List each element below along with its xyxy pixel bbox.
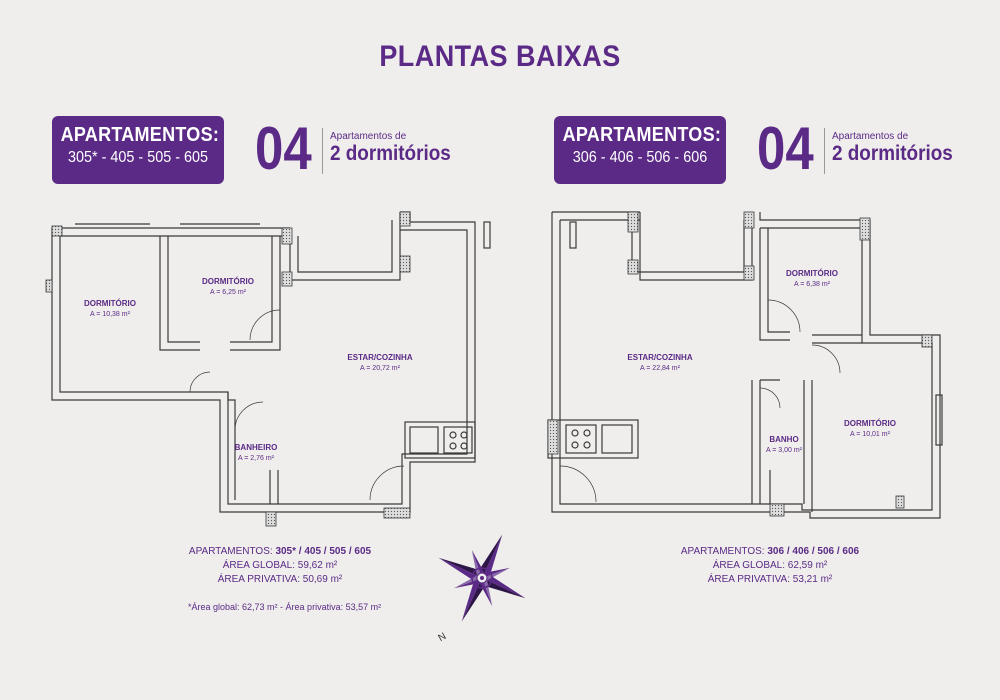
room-name: ESTAR/COZINHA: [347, 353, 412, 362]
room-area: A = 22,84 m²: [640, 365, 681, 372]
area-global: ÁREA GLOBAL: 59,62 m²: [222, 560, 338, 571]
room-name: DORMITÓRIO: [84, 299, 136, 308]
room-name: DORMITÓRIO: [786, 269, 838, 278]
room-name: ESTAR/COZINHA: [627, 353, 692, 362]
info-units: 305* / 405 / 505 / 605: [275, 546, 372, 557]
room-name: DORMITÓRIO: [844, 419, 896, 428]
room-name: BANHEIRO: [235, 443, 278, 452]
info-units: 306 / 406 / 506 / 606: [767, 546, 860, 557]
right-plan-walls: [547, 211, 943, 519]
room-area: A = 6,25 m²: [210, 289, 247, 296]
room-name: BANHO: [769, 435, 798, 444]
compass-rose-icon: [438, 534, 526, 622]
room-area: A = 2,76 m²: [238, 455, 275, 462]
unit-count-left: 04: [255, 115, 312, 182]
area-info-left: APARTAMENTOS: 305* / 405 / 505 / 605 ÁRE…: [180, 545, 380, 587]
page-title: PLANTAS BAIXAS: [379, 40, 621, 73]
badge-title: APARTAMENTOS:: [562, 124, 722, 146]
room-area: A = 10,01 m²: [850, 431, 891, 438]
count-caption-left: Apartamentos de: [330, 131, 407, 142]
badge-units: 306 - 406 - 506 - 606: [572, 149, 708, 166]
count-type-right: 2 dormitórios: [832, 142, 953, 165]
room-area: A = 20,72 m²: [360, 365, 401, 372]
count-caption-right: Apartamentos de: [832, 131, 909, 142]
apartments-badge-right: APARTAMENTOS: 306 - 406 - 506 - 606: [554, 116, 726, 184]
left-plan-walls: [51, 211, 491, 513]
count-divider: [824, 128, 825, 174]
room-area: A = 3,00 m²: [766, 447, 803, 454]
area-global: ÁREA GLOBAL: 62,59 m²: [712, 560, 828, 571]
room-area: A = 10,38 m²: [90, 311, 131, 318]
room-area: A = 6,38 m²: [794, 281, 831, 288]
area-privativa: ÁREA PRIVATIVA: 53,21 m²: [707, 574, 833, 585]
unit-count-right: 04: [757, 115, 814, 182]
apartments-badge-left: APARTAMENTOS: 305* - 405 - 505 - 605: [52, 116, 224, 184]
badge-title: APARTAMENTOS:: [60, 124, 220, 146]
compass-north-label: N: [437, 631, 449, 644]
badge-units: 305* - 405 - 505 - 605: [67, 149, 209, 166]
count-type-left: 2 dormitórios: [330, 142, 451, 165]
info-label: APARTAMENTOS:: [680, 546, 765, 557]
area-info-right: APARTAMENTOS: 306 / 406 / 506 / 606 ÁREA…: [660, 545, 880, 587]
info-label: APARTAMENTOS:: [188, 546, 273, 557]
footnote: *Área global: 62,73 m² - Área privativa:…: [188, 602, 382, 612]
count-divider: [322, 128, 323, 174]
room-name: DORMITÓRIO: [202, 277, 254, 286]
area-privativa: ÁREA PRIVATIVA: 50,69 m²: [217, 574, 343, 585]
